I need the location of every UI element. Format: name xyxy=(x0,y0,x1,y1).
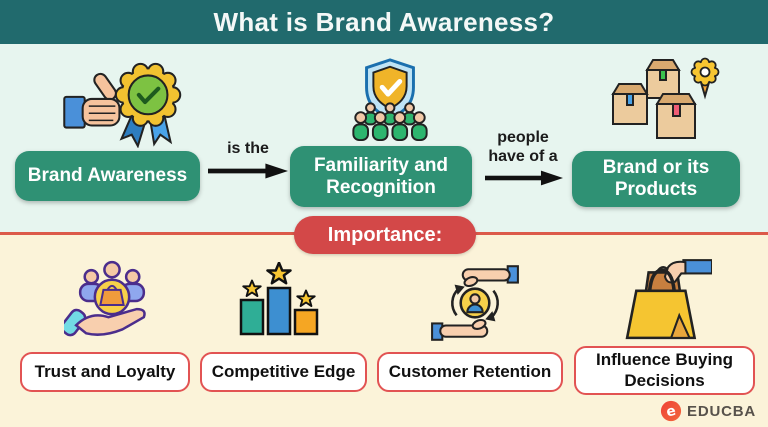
benefit-competitive-edge: Competitive Edge xyxy=(200,352,367,392)
educba-brand-text: EDUCBA xyxy=(687,402,756,420)
shopping-bags-hand-icon xyxy=(622,254,712,344)
shield-audience-icon xyxy=(346,56,434,142)
ranking-bars-stars-icon xyxy=(234,262,324,342)
product-boxes-icon xyxy=(606,52,726,148)
flow-node-familiarity-recognition: Familiarity and Recognition xyxy=(290,146,472,207)
educba-logo-icon: e xyxy=(660,400,682,422)
flow-node-brand-awareness: Brand Awareness xyxy=(15,151,200,201)
educba-brand: e EDUCBA xyxy=(660,400,756,422)
flow-node-brand-or-products: Brand or its Products xyxy=(572,151,740,207)
connector-label-is-the: is the xyxy=(227,140,269,157)
svg-text:e: e xyxy=(665,403,677,421)
thumbs-up-award-icon xyxy=(58,54,186,148)
benefit-trust-and-loyalty: Trust and Loyalty xyxy=(20,352,190,392)
importance-heading: Importance: xyxy=(294,216,476,254)
header-bar: What is Brand Awareness? xyxy=(0,0,768,44)
connector-label-people-have-of-a: people have of a xyxy=(488,129,558,166)
page-title: What is Brand Awareness? xyxy=(213,6,555,37)
right-arrow-icon xyxy=(208,163,288,179)
hands-retention-icon xyxy=(428,260,522,346)
benefit-influence-buying-decisions: Influence Buying Decisions xyxy=(574,346,755,395)
hand-holding-customers-icon xyxy=(64,256,160,346)
benefit-customer-retention: Customer Retention xyxy=(377,352,563,392)
right-arrow-icon xyxy=(485,170,563,186)
